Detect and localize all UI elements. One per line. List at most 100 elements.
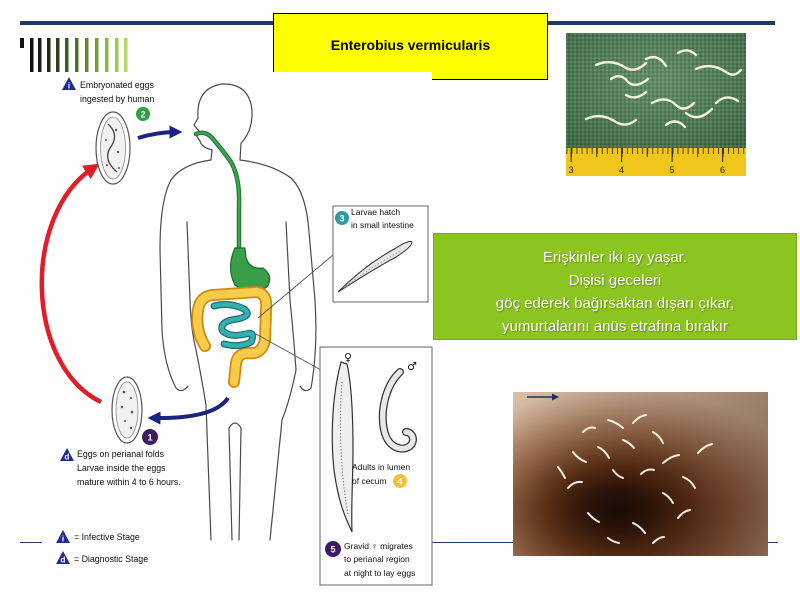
stage-number-badge — [136, 107, 150, 121]
infective-stage-icon — [62, 77, 76, 90]
badge-letter: d — [65, 453, 70, 462]
stage-legend: i = Infective Stage d = Diagnostic Stage — [56, 530, 148, 565]
pinworm — [607, 537, 620, 544]
left-side-outline — [159, 149, 213, 392]
stage-number: 4 — [397, 476, 402, 486]
decorative-stripes — [20, 38, 128, 72]
pinworm — [622, 439, 635, 449]
badge-letter: d — [61, 556, 66, 565]
egg-dot — [130, 410, 134, 414]
stage-number: 1 — [147, 432, 152, 442]
right-inner-outline — [269, 221, 297, 541]
pinworms — [584, 49, 743, 129]
ruler-major-tick — [671, 148, 673, 162]
egg-dot — [106, 164, 108, 166]
egg-dot — [129, 426, 133, 430]
info-line: göç ederek bağırsaktan dışarı çıkar, — [495, 295, 735, 312]
pinworm — [587, 512, 600, 523]
pinworm — [662, 492, 674, 504]
digestive-tract — [191, 130, 273, 388]
esophagus-highlight — [194, 131, 241, 254]
egg-larva — [107, 123, 118, 173]
ruler-number: 6 — [720, 165, 725, 175]
return-cycle-arrow — [39, 163, 102, 405]
right-side-outline — [239, 159, 317, 392]
stage-3-text: in small intestine — [351, 220, 414, 230]
pinworm — [676, 49, 698, 57]
leg-inner-left — [228, 427, 233, 541]
stage-number-badge — [335, 211, 349, 225]
egg-dot — [114, 128, 118, 132]
ruler-half-ticks — [566, 148, 746, 158]
stage-2-text: ingested by human — [80, 94, 154, 104]
ruler-major-tick — [722, 148, 724, 162]
badge-letter: i — [62, 535, 64, 544]
stripe — [56, 38, 60, 72]
stage-number-badge — [393, 474, 407, 488]
pinworm — [584, 114, 638, 126]
stage-5-text: to perianal region — [344, 554, 410, 564]
embryonated-egg — [95, 111, 131, 185]
info-line: Dişisi geceleri — [568, 272, 662, 289]
small-intestine — [211, 302, 255, 348]
stage-5-text: Gravid ♀ migrates — [344, 541, 413, 551]
stage-number: 2 — [140, 109, 145, 119]
pinworm — [594, 60, 648, 71]
pinworm — [652, 536, 665, 544]
stage-number-badge — [325, 541, 341, 557]
diagnostic-stage-icon — [56, 551, 70, 564]
stomach — [229, 247, 271, 293]
stripe — [38, 38, 42, 72]
pinworm — [582, 426, 596, 433]
stripe — [75, 38, 79, 72]
stage-5-text: at night to lay eggs — [344, 568, 415, 578]
left-inner-outline — [186, 221, 212, 541]
diagnostic-stage-icon — [60, 448, 74, 461]
pinworm — [694, 64, 743, 76]
pinworm — [632, 414, 647, 424]
stage-3-box: 3 Larvae hatch in small intestine — [332, 205, 429, 303]
ruler-major-tick — [570, 148, 572, 162]
ruler-number: 3 — [568, 165, 573, 175]
pinworm — [664, 120, 687, 129]
pinworm — [652, 431, 664, 444]
pinworm — [677, 509, 691, 519]
stripe — [95, 38, 99, 72]
perianal-pinworms-photo — [513, 392, 768, 556]
pinworm — [682, 476, 696, 489]
info-line: yumurtalarını anüs etrafına bırakır — [502, 318, 728, 335]
stripe — [115, 38, 119, 72]
info-line: Erişkinler iki ay yaşar. — [542, 249, 688, 266]
stage-3-text: Larvae hatch — [351, 207, 400, 217]
larva-detail — [345, 249, 403, 287]
stage-1-text: Larvae inside the eggs — [77, 463, 166, 473]
cloth-shading — [566, 33, 746, 148]
pinworm — [684, 107, 714, 119]
female-worm-detail — [339, 381, 349, 516]
connector-line-stage-4 — [255, 333, 322, 371]
stage-number: 5 — [330, 544, 335, 554]
info-text-box: Erişkinler iki ay yaşar. Dişisi geceleri… — [433, 233, 797, 340]
head-outline — [193, 83, 253, 161]
pinworm — [607, 419, 624, 429]
egg-dot — [118, 167, 120, 169]
pinworm — [557, 466, 566, 479]
ruler-number: 5 — [669, 165, 674, 175]
egg-dot — [120, 405, 124, 409]
egg-inner — [100, 116, 126, 180]
egg-dot — [124, 420, 126, 422]
perianal-egg — [111, 376, 143, 444]
pinworm — [632, 522, 646, 534]
stage-3-frame — [332, 205, 429, 303]
legend-label: = Infective Stage — [74, 532, 140, 542]
egg-inner — [115, 381, 139, 439]
pointer-arrow-head — [552, 393, 559, 401]
egg-dot — [130, 397, 132, 399]
larva-drawing — [337, 240, 413, 293]
stage-2-text: Embryonated eggs — [80, 80, 154, 90]
egg-laying-arrow — [147, 396, 230, 425]
stage-number: 3 — [339, 213, 344, 223]
male-symbol: ♂ — [407, 360, 417, 373]
pinworm — [714, 96, 740, 105]
stage-2-label: i Embryonated eggs ingested by human 2 — [62, 77, 154, 121]
